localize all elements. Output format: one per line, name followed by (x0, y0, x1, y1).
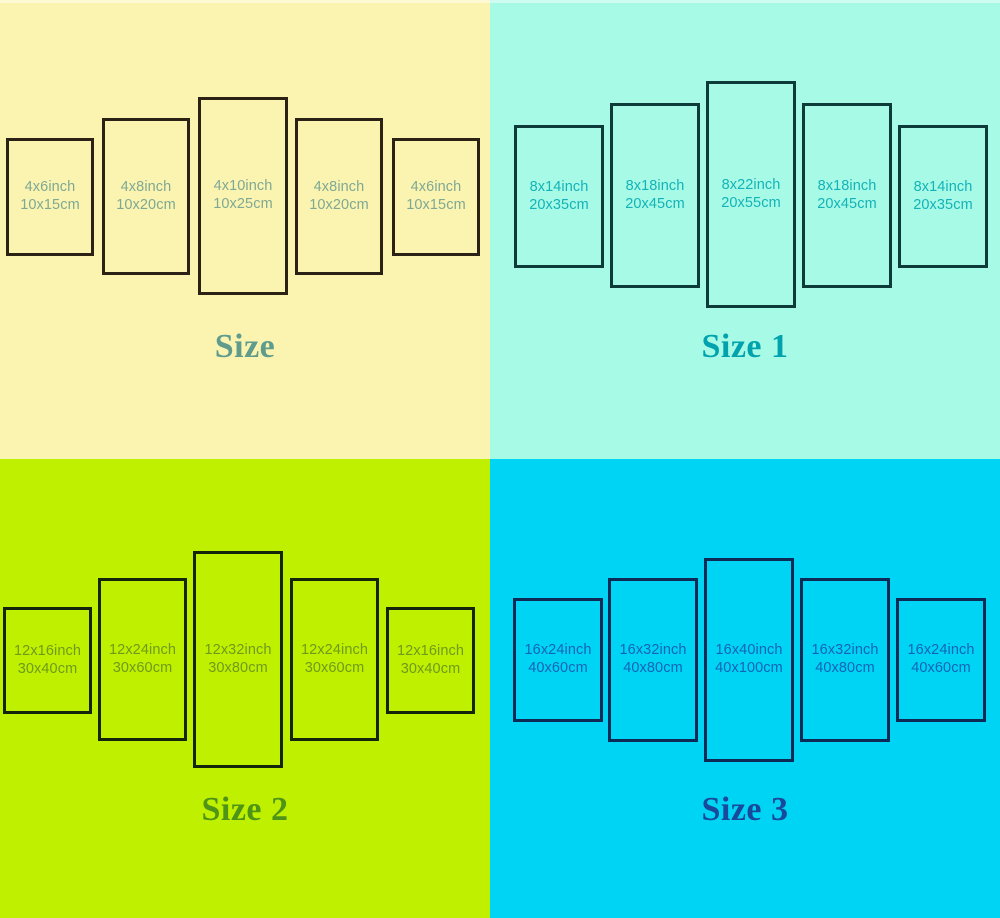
panel-label-inch: 16x24inch (907, 642, 975, 659)
panel-label-inch: 8x22inch (721, 176, 781, 193)
panel-size-5[interactable]: 4x6inch 10x15cm (392, 138, 480, 256)
panel-label: 12x24inch 30x60cm (301, 642, 368, 677)
panel-label: 8x22inch 20x55cm (721, 177, 781, 212)
panel-label-inch: 8x18inch (625, 177, 685, 194)
panel-label-inch: 12x32inch (204, 641, 272, 658)
panel-label-cm: 30x60cm (112, 659, 173, 676)
panel-size3-4[interactable]: 16x32inch 40x80cm (800, 578, 890, 742)
panel-size3-5[interactable]: 16x24inch 40x60cm (896, 598, 986, 722)
panel-label: 4x10inch 10x25cm (213, 178, 273, 213)
size-group-size-2: 12x16inch 30x40cm 12x24inch 30x60cm 12x3… (0, 459, 490, 918)
panel-label: 12x16inch 30x40cm (397, 643, 464, 678)
panel-label-cm: 20x45cm (625, 195, 685, 212)
panel-label: 16x32inch 40x80cm (811, 642, 878, 677)
panel-label-inch: 16x24inch (524, 642, 592, 659)
size-group-size: 4x6inch 10x15cm 4x8inch 10x20cm 4x10inch… (0, 0, 490, 459)
panel-label-inch: 12x24inch (300, 641, 368, 658)
panel-label-inch: 16x32inch (619, 642, 687, 659)
panel-label-cm: 10x15cm (20, 197, 80, 213)
panel-label-inch: 16x40inch (715, 642, 783, 659)
panel-label-cm: 40x60cm (528, 660, 588, 676)
group-title-size-3: Size 3 (701, 791, 789, 828)
panel-label: 16x24inch 40x60cm (524, 642, 591, 677)
panel-label-cm: 20x35cm (913, 196, 973, 213)
panel-label-cm: 40x80cm (815, 660, 875, 676)
panel-size-4[interactable]: 4x8inch 10x20cm (295, 118, 383, 275)
panel-size1-2[interactable]: 8x18inch 20x45cm (610, 103, 700, 288)
panel-label: 8x14inch 20x35cm (529, 179, 589, 214)
panel-label-cm: 40x100cm (715, 660, 783, 676)
group-title-size: Size (214, 328, 276, 365)
panel-row-size-1: 8x14inch 20x35cm 8x18inch 20x45cm 8x22in… (490, 0, 1000, 459)
panel-label-cm: 10x25cm (213, 196, 273, 212)
panel-label-inch: 16x32inch (811, 642, 879, 659)
panel-size3-2[interactable]: 16x32inch 40x80cm (608, 578, 698, 742)
panel-size2-3[interactable]: 12x32inch 30x80cm (193, 551, 283, 768)
size-group-size-1: 8x14inch 20x35cm 8x18inch 20x45cm 8x22in… (490, 0, 1000, 459)
panel-label-inch: 4x6inch (24, 179, 76, 196)
panel-label: 8x18inch 20x45cm (817, 178, 877, 213)
panel-label-cm: 20x55cm (721, 194, 781, 211)
panel-label-cm: 20x35cm (529, 196, 589, 213)
panel-label: 12x32inch 30x80cm (204, 642, 271, 677)
panel-label-inch: 12x16inch (396, 642, 464, 659)
panel-size1-3[interactable]: 8x22inch 20x55cm (706, 81, 796, 308)
size-group-size-3: 16x24inch 40x60cm 16x32inch 40x80cm 16x4… (490, 459, 1000, 918)
panel-size-2[interactable]: 4x8inch 10x20cm (102, 118, 190, 275)
panel-label-cm: 10x20cm (116, 196, 176, 213)
panel-size2-1[interactable]: 12x16inch 30x40cm (3, 607, 92, 714)
panel-label-cm: 30x80cm (208, 659, 268, 676)
panel-size2-2[interactable]: 12x24inch 30x60cm (98, 578, 187, 741)
panel-label-inch: 12x24inch (108, 641, 176, 658)
panel-label: 4x8inch 10x20cm (309, 179, 369, 214)
group-title-size-2: Size 2 (201, 791, 289, 828)
panel-label-cm: 30x60cm (304, 659, 365, 676)
panel-label-cm: 20x45cm (817, 195, 877, 212)
panel-label: 12x24inch 30x60cm (109, 642, 176, 677)
panel-label-inch: 4x10inch (213, 178, 273, 195)
panel-size1-1[interactable]: 8x14inch 20x35cm (514, 125, 604, 268)
panel-size-3[interactable]: 4x10inch 10x25cm (198, 97, 288, 295)
panel-label-inch: 8x14inch (529, 178, 589, 195)
panel-row-size-2: 12x16inch 30x40cm 12x24inch 30x60cm 12x3… (0, 459, 490, 918)
panel-label-inch: 8x18inch (817, 177, 877, 194)
panel-size-1[interactable]: 4x6inch 10x15cm (6, 138, 94, 256)
panel-label: 16x24inch 40x60cm (907, 642, 974, 677)
panel-size1-5[interactable]: 8x14inch 20x35cm (898, 125, 988, 268)
panel-label-inch: 4x8inch (313, 178, 365, 195)
panel-row-size-3: 16x24inch 40x60cm 16x32inch 40x80cm 16x4… (490, 459, 1000, 918)
panel-label: 8x14inch 20x35cm (913, 179, 973, 214)
panel-row-size: 4x6inch 10x15cm 4x8inch 10x20cm 4x10inch… (0, 0, 490, 459)
panel-label-inch: 4x6inch (410, 179, 462, 196)
panel-label: 4x6inch 10x15cm (406, 179, 466, 214)
group-title-size-1: Size 1 (701, 328, 789, 365)
panel-label: 16x40inch 40x100cm (715, 642, 783, 677)
panel-label: 12x16inch 30x40cm (14, 643, 81, 678)
panel-size1-4[interactable]: 8x18inch 20x45cm (802, 103, 892, 288)
panel-label-inch: 4x8inch (120, 178, 172, 195)
panel-label-inch: 12x16inch (13, 642, 81, 659)
panel-label: 8x18inch 20x45cm (625, 178, 685, 213)
panel-size3-3[interactable]: 16x40inch 40x100cm (704, 558, 794, 762)
panel-size2-5[interactable]: 12x16inch 30x40cm (386, 607, 475, 714)
panel-label-cm: 30x40cm (17, 660, 78, 677)
panel-label-cm: 10x20cm (309, 196, 369, 213)
panel-label-inch: 8x14inch (913, 178, 973, 195)
panel-label-cm: 30x40cm (400, 660, 461, 677)
panel-label: 4x6inch 10x15cm (20, 179, 80, 214)
panel-label-cm: 40x60cm (911, 660, 971, 676)
panel-label: 4x8inch 10x20cm (116, 179, 176, 214)
panel-label-cm: 10x15cm (406, 197, 466, 213)
panel-label: 16x32inch 40x80cm (619, 642, 686, 677)
panel-label-cm: 40x80cm (623, 660, 683, 676)
panel-size3-1[interactable]: 16x24inch 40x60cm (513, 598, 603, 722)
panel-size2-4[interactable]: 12x24inch 30x60cm (290, 578, 379, 741)
